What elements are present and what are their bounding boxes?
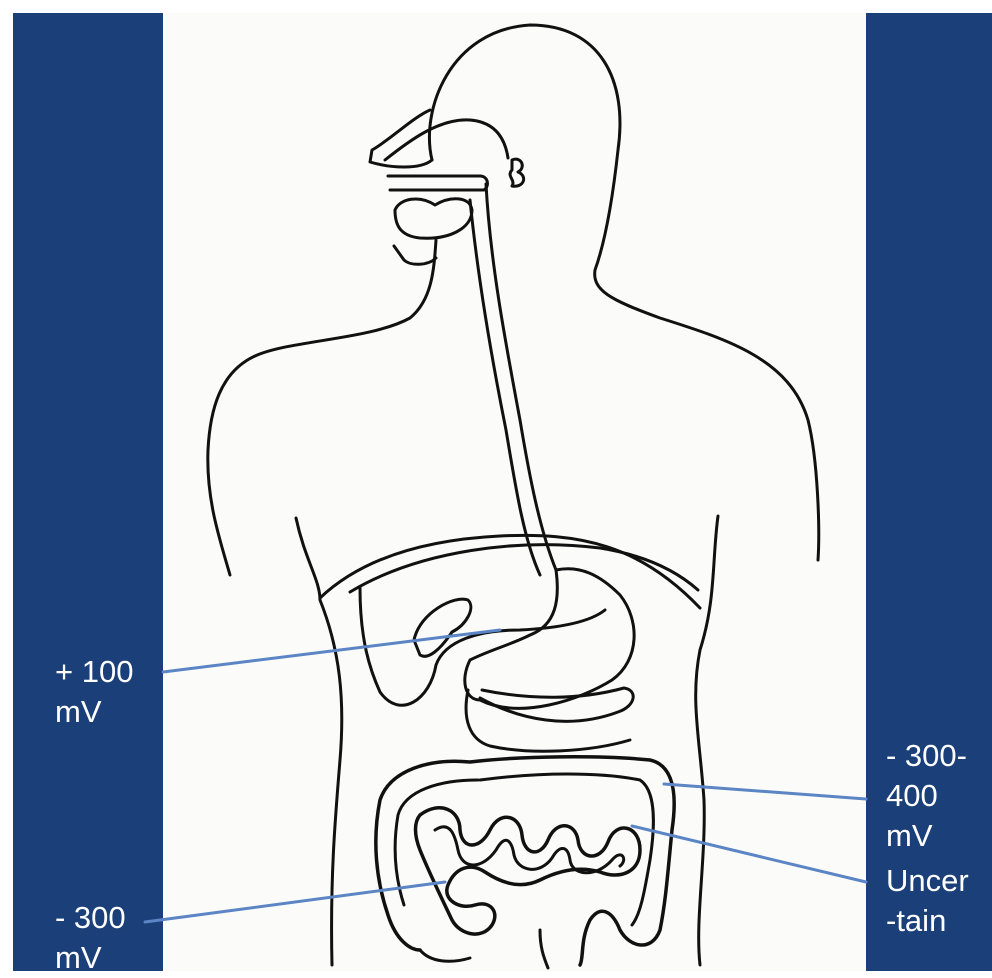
body-outline [429,25,818,560]
colon [376,757,674,965]
torso-right-side [696,516,718,965]
gallbladder [414,599,471,656]
rectum [420,930,548,968]
neck-left [208,240,436,575]
label-ileum-potential: - 300 mV [55,898,126,978]
mouth-cavity [395,199,472,238]
colon-inner [395,774,653,925]
leader-line-colon [664,784,866,799]
liver [360,588,605,705]
face-outline [370,110,432,167]
small-intestine [416,808,641,934]
lower-jaw [394,246,436,264]
ear [510,159,524,186]
esophagus-inner [470,200,540,575]
palate [388,176,487,190]
label-colon-potential: - 300- 400 mV [886,736,967,856]
label-small-intestine-potential: Uncer -tain [886,861,969,941]
leader-line-ileum [145,882,445,922]
label-stomach-potential: + 100 mV [55,652,133,732]
stomach [465,569,634,709]
